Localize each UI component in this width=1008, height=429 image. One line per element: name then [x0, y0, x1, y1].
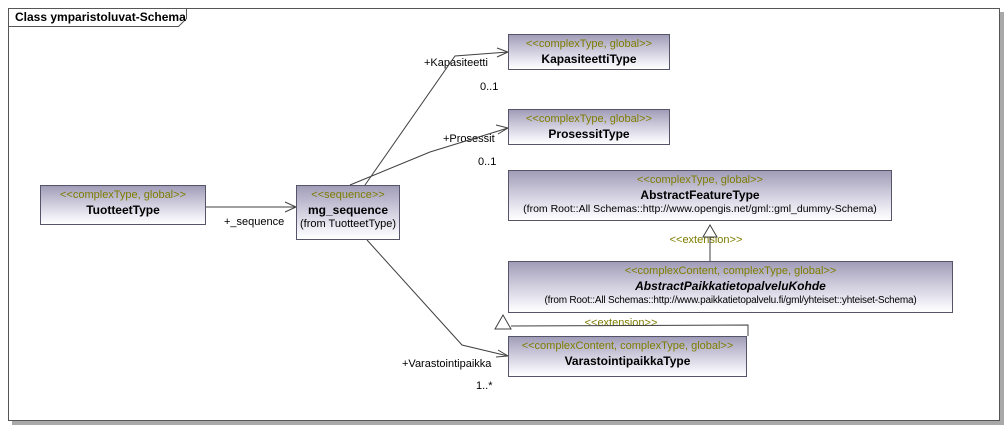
multiplicity-kapasiteetti: 0..1: [480, 81, 499, 93]
class-name: ProsessitType: [548, 127, 630, 141]
stereotype-label: <<complexType, global>>: [526, 113, 652, 125]
stereotype-label: <<complexContent, complexType, global>>: [624, 265, 837, 277]
class-name: KapasiteettiType: [541, 52, 637, 66]
class-prosessittype[interactable]: <<complexType, global>> ProsessitType: [508, 109, 670, 145]
role-label-prosessit: +Prosessit: [443, 133, 495, 145]
role-label-sequence: +_sequence: [224, 216, 285, 228]
class-abstractpaikkatietopalvelukohde[interactable]: <<complexContent, complexType, global>> …: [508, 261, 953, 313]
class-from-label: (from TuotteetType): [300, 218, 396, 230]
class-tuotteettype[interactable]: <<complexType, global>> TuotteetType: [40, 185, 206, 225]
class-mg-sequence[interactable]: <<sequence>> mg_sequence (from TuotteetT…: [296, 185, 400, 240]
stereotype-label: <<sequence>>: [311, 189, 385, 201]
class-from-label: (from Root::All Schemas::http://www.paik…: [544, 295, 917, 306]
class-name: AbstractFeatureType: [640, 188, 760, 202]
class-abstractfeaturetype[interactable]: <<complexType, global>> AbstractFeatureT…: [508, 170, 892, 221]
stereotype-label: <<complexType, global>>: [526, 38, 652, 50]
class-name: TuotteetType: [86, 203, 160, 217]
extension-label-kohde: <<extension>>: [584, 317, 658, 329]
stereotype-label: <<complexType, global>>: [60, 189, 186, 201]
class-name: AbstractPaikkatietopalveluKohde: [635, 279, 826, 293]
stereotype-label: <<complexType, global>>: [637, 174, 763, 186]
stereotype-label: <<complexContent, complexType, global>>: [521, 340, 734, 352]
class-varastointipaikkatype[interactable]: <<complexContent, complexType, global>> …: [508, 336, 747, 377]
class-name: VarastointipaikkaType: [564, 354, 691, 368]
role-label-kapasiteetti: +Kapasiteetti: [424, 57, 488, 69]
multiplicity-prosessit: 0..1: [478, 156, 497, 168]
multiplicity-varastointipaikka: 1..*: [476, 380, 493, 392]
diagram-title: Class ymparistoluvat-Schema: [15, 10, 186, 24]
class-name: mg_sequence: [307, 203, 389, 217]
class-kapasiteettitype[interactable]: <<complexType, global>> KapasiteettiType: [508, 34, 670, 70]
role-label-varastointipaikka: +Varastointipaikka: [402, 358, 492, 370]
class-from-label: (from Root::All Schemas::http://www.open…: [523, 203, 877, 215]
extension-label-feature: <<extension>>: [669, 234, 743, 246]
